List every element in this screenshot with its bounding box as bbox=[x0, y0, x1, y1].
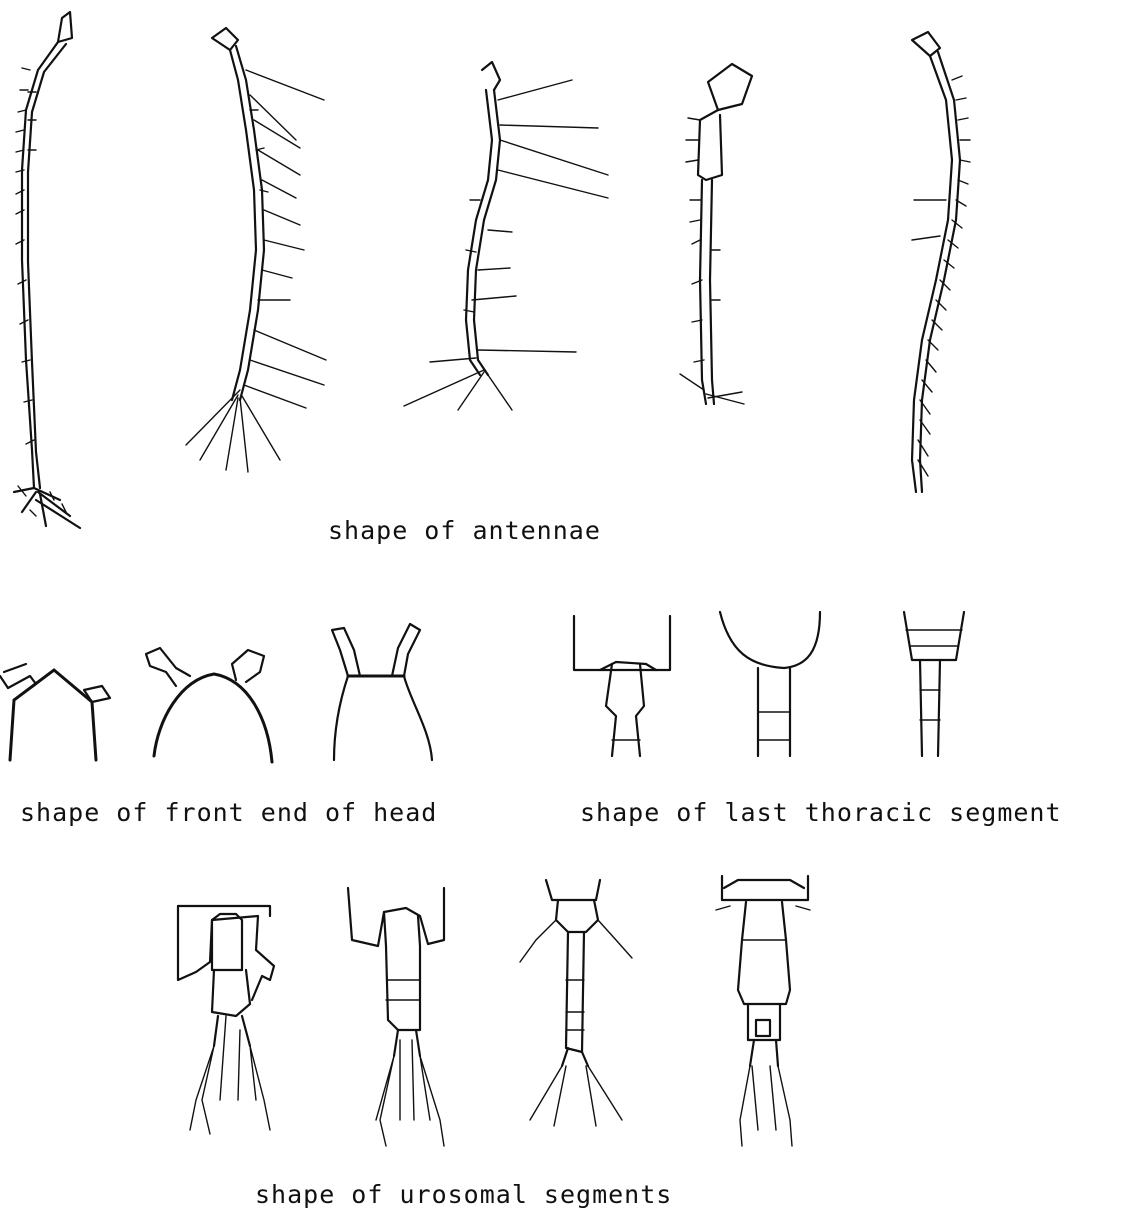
thoracic-segment-1 bbox=[574, 616, 670, 756]
urosome-drawing-4 bbox=[716, 876, 810, 1146]
urosome-drawing-2 bbox=[348, 888, 444, 1146]
head-shape-rounded bbox=[146, 648, 272, 762]
head-shape-truncate bbox=[332, 624, 432, 760]
antenna-drawing-1 bbox=[14, 12, 80, 528]
caption-urosome: shape of urosomal segments bbox=[255, 1180, 672, 1209]
thoracic-segment-2 bbox=[720, 612, 820, 756]
antenna-drawing-4 bbox=[680, 64, 752, 404]
caption-thorax: shape of last thoracic segment bbox=[580, 798, 1062, 827]
thoracic-segment-3 bbox=[904, 612, 964, 756]
head-shape-pointed bbox=[0, 664, 110, 760]
urosome-drawing-1 bbox=[178, 906, 274, 1134]
caption-head: shape of front end of head bbox=[20, 798, 437, 827]
antenna-drawing-2 bbox=[186, 28, 326, 472]
caption-antennae: shape of antennae bbox=[328, 516, 601, 545]
antenna-drawing-5 bbox=[912, 32, 970, 492]
antenna-drawing-3 bbox=[404, 62, 608, 410]
urosome-drawing-3 bbox=[520, 880, 632, 1126]
